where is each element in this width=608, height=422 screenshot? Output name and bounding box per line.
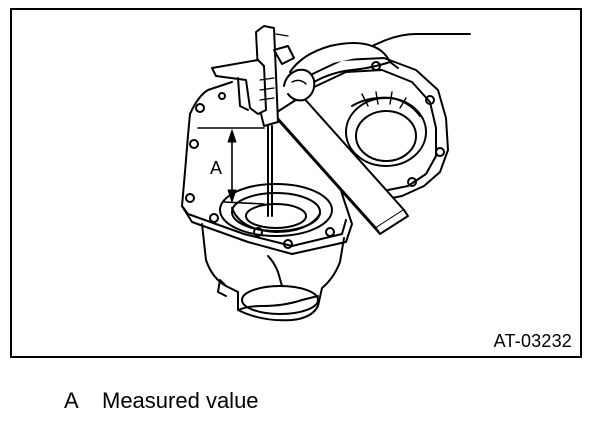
- dimension-a-marker: [197, 127, 265, 205]
- housing-flange: [181, 81, 353, 255]
- hand: [283, 33, 471, 102]
- extension-housing: [303, 57, 449, 201]
- dimension-label: A: [210, 158, 223, 178]
- depth-caliper: [211, 25, 295, 217]
- caliper-measurement-illustration: [181, 25, 471, 322]
- housing-lower-body: [201, 223, 345, 322]
- legend-text: Measured value: [102, 388, 259, 413]
- legend-key: A: [64, 388, 79, 413]
- legend-item: A Measured value: [64, 388, 259, 414]
- figure-frame: A AT-03232: [10, 8, 582, 358]
- figure-id: AT-03232: [493, 331, 572, 351]
- housing-bore: [219, 183, 333, 237]
